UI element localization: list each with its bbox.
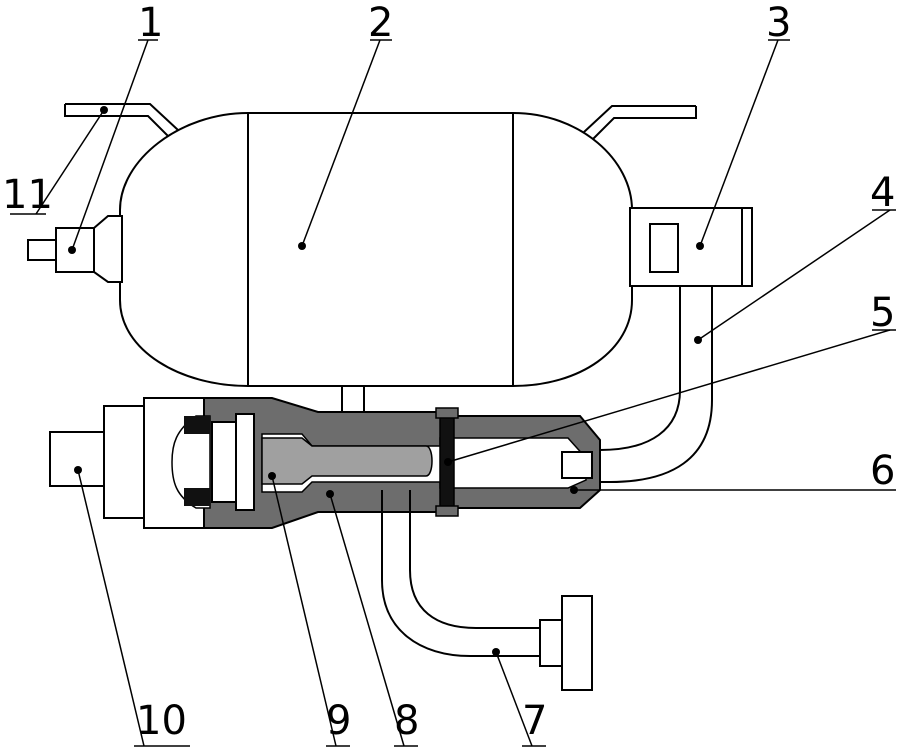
connecting-pipe: [590, 286, 713, 483]
end-cap: [49, 397, 255, 529]
label-1: 1: [138, 0, 163, 46]
label-6: 6: [870, 448, 895, 494]
piston: [261, 437, 433, 485]
seal-flange: [435, 407, 459, 419]
tank-body: [119, 112, 633, 387]
seal-flange-bottom: [435, 505, 459, 517]
label-11: 11: [2, 172, 53, 218]
label-4: 4: [870, 170, 895, 216]
label-7: 7: [522, 698, 547, 744]
label-9: 9: [326, 698, 351, 744]
label-2: 2: [368, 0, 393, 46]
tank: [64, 103, 697, 387]
leader-dots: [68, 106, 704, 656]
right-mounting-bracket: [583, 105, 697, 141]
left-mounting-bracket: [64, 103, 179, 141]
leader-lines: [10, 39, 896, 747]
label-10: 10: [136, 698, 187, 744]
outlet-coupling: [629, 207, 753, 287]
label-5: 5: [870, 290, 895, 336]
label-8: 8: [394, 698, 419, 744]
label-3: 3: [766, 0, 791, 46]
outlet-pipe: [381, 490, 593, 691]
